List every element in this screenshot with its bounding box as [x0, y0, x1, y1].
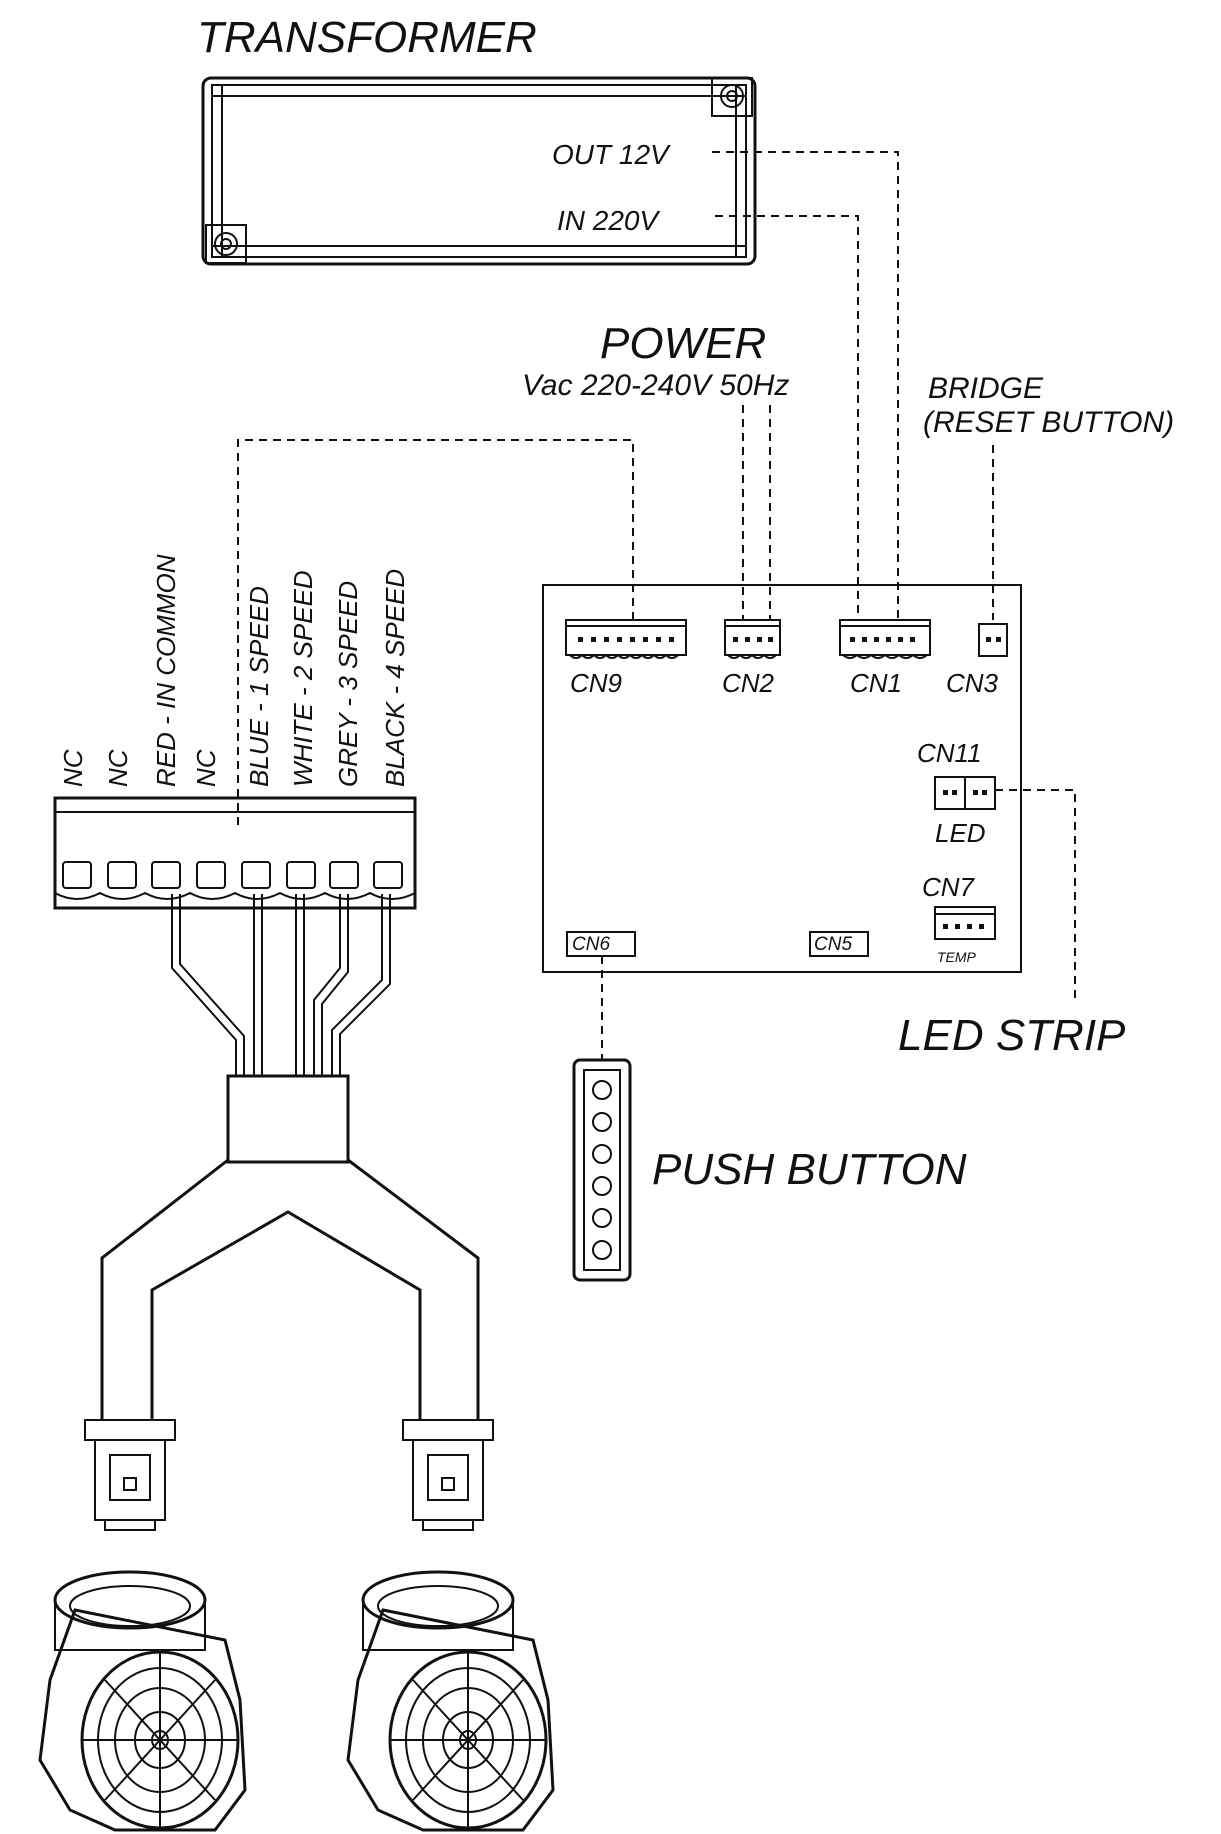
transformer-in-label: IN 220V: [557, 205, 660, 236]
cn3-label: CN3: [946, 668, 999, 698]
cn9-label: CN9: [570, 668, 622, 698]
cn11-led-connector: [934, 776, 996, 810]
cn1-connector: [839, 619, 931, 659]
cn5-label: CN5: [814, 934, 852, 955]
cn9-wire: [237, 439, 634, 828]
terminal-labels: NC NC RED - IN COMMON NC BLUE - 1 SPEED …: [58, 554, 410, 787]
terminal-label-3: RED - IN COMMON: [151, 554, 181, 787]
terminal-label-8: BLACK - 4 SPEED: [380, 569, 410, 787]
bridge-label-line2: (RESET BUTTON): [923, 406, 1174, 439]
terminal-label-1: NC: [58, 749, 88, 787]
cn1-label: CN1: [850, 668, 902, 698]
push-button-panel-icon: [572, 1058, 632, 1282]
terminal-block-icon: [53, 796, 417, 910]
power-title: POWER: [600, 319, 766, 368]
cn6-label: CN6: [572, 934, 610, 955]
power-spec: Vac 220-240V 50Hz: [522, 369, 789, 402]
cn3-connector: [978, 623, 1008, 657]
led-strip-label: LED STRIP: [898, 1011, 1126, 1060]
terminal-label-7: GREY - 3 SPEED: [333, 581, 363, 787]
wire-harness: [100, 894, 480, 1420]
cn2-label: CN2: [722, 668, 775, 698]
terminal-label-4: NC: [191, 749, 221, 787]
terminal-label-6: WHITE - 2 SPEED: [288, 570, 318, 787]
cn9-connector: [565, 619, 687, 659]
cn11-label: CN11: [917, 738, 982, 768]
push-button-label: PUSH BUTTON: [652, 1145, 967, 1194]
fan-motor-icon: [38, 1570, 555, 1832]
in-220v-wire: [715, 215, 859, 620]
out-12v-wire: [712, 151, 899, 620]
bridge-label-line1: BRIDGE: [928, 372, 1044, 405]
temp-label: TEMP: [937, 949, 977, 965]
cn5-box: [809, 931, 869, 957]
transformer-out-label: OUT 12V: [552, 139, 671, 170]
transformer-icon: [201, 76, 757, 266]
transformer-title: TRANSFORMER: [197, 13, 537, 62]
motor-connector-icon: [84, 1419, 494, 1531]
terminal-label-5: BLUE - 1 SPEED: [244, 586, 274, 787]
cn2-connector: [724, 619, 781, 659]
cn7-temp-connector: [934, 906, 996, 940]
control-board-icon: [542, 584, 1022, 973]
led-strip-wire: [995, 789, 1076, 1000]
cn7-label: CN7: [922, 872, 976, 902]
terminal-label-2: NC: [103, 749, 133, 787]
led-label: LED: [935, 818, 986, 848]
